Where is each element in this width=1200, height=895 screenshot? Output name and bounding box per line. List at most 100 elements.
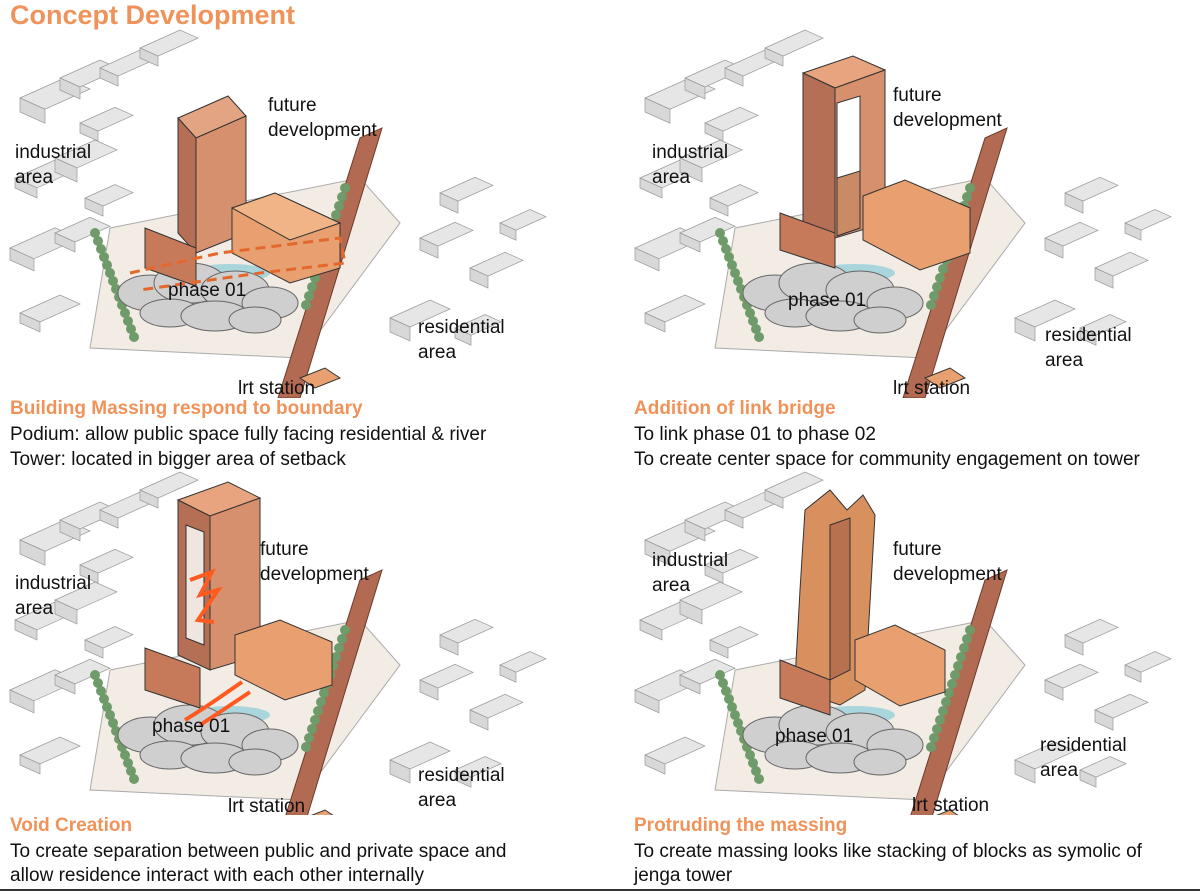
city-block-side: [469, 709, 489, 731]
city-block-side: [439, 634, 459, 656]
lrt-station: [936, 809, 959, 815]
tree: [748, 316, 758, 326]
industrial-area-label: industrial area: [15, 142, 92, 188]
industrial-area-label: industrial area: [652, 142, 729, 188]
tree: [93, 678, 103, 688]
city-block-side: [709, 197, 729, 217]
city-block-side: [84, 197, 104, 217]
city-block-side: [19, 754, 41, 775]
city-block-side: [1094, 709, 1114, 731]
city-block-side: [704, 122, 724, 142]
caption-title-massing: Building Massing respond to boundary: [10, 398, 363, 419]
tree: [947, 679, 957, 689]
tree: [748, 758, 758, 768]
city-block-side: [14, 177, 38, 199]
tree: [307, 282, 317, 292]
tree: [935, 715, 945, 725]
future-development-label: future development: [893, 539, 1002, 585]
tree: [307, 724, 317, 734]
caption-line: Tower: located in bigger area of setback: [10, 449, 346, 470]
city-block-side: [684, 519, 706, 542]
tree: [721, 686, 731, 696]
tree: [926, 300, 936, 310]
city-block-side: [139, 47, 159, 67]
tree: [105, 268, 115, 278]
tree: [96, 244, 106, 254]
tree: [941, 697, 951, 707]
boundary-road: [902, 127, 1008, 398]
city-block-side: [679, 232, 701, 253]
canopy-lobe: [853, 306, 907, 334]
city-block-side: [54, 232, 76, 253]
tree: [334, 643, 344, 653]
tree: [715, 670, 725, 680]
tree: [932, 282, 942, 292]
tree: [959, 643, 969, 653]
caption-line: To create massing looks like stacking of…: [634, 841, 1142, 862]
panel-void: future development industrial area phase…: [0, 470, 600, 865]
residential-area-label: residential area: [1045, 325, 1132, 371]
city-block-side: [709, 639, 729, 659]
canopy-lobe: [228, 748, 282, 776]
tree: [123, 758, 133, 768]
city-block-side: [1124, 664, 1142, 683]
city-block-side: [639, 177, 663, 199]
city-block-side: [19, 312, 41, 333]
lrt-station-label: lrt station: [912, 795, 990, 816]
tree: [340, 183, 350, 193]
tree: [926, 742, 936, 752]
tree: [126, 766, 136, 776]
city-block-side: [389, 759, 411, 784]
tree: [99, 694, 109, 704]
tree: [313, 706, 323, 716]
tree: [316, 697, 326, 707]
tree: [950, 670, 960, 680]
phase-label: phase 01: [168, 280, 247, 301]
tree: [938, 706, 948, 716]
city-block-side: [1064, 192, 1084, 214]
tree: [745, 308, 755, 318]
panel-protruding: future development industrial area phase…: [625, 470, 1200, 865]
city-block-side: [1044, 679, 1064, 701]
panel-link-bridge: future development industrial area phase…: [625, 28, 1200, 423]
boundary-road: [285, 569, 383, 815]
phase-canopy: [742, 704, 924, 776]
city-block-side: [9, 689, 35, 714]
tree: [751, 324, 761, 334]
tree: [962, 192, 972, 202]
city-block-side: [1044, 237, 1064, 259]
industrial-area-label: industrial area: [15, 573, 92, 619]
tree: [965, 183, 975, 193]
tree: [932, 724, 942, 734]
tree: [935, 273, 945, 283]
tree: [105, 710, 115, 720]
void-diagram: [9, 471, 547, 815]
tree: [730, 710, 740, 720]
city-block-side: [99, 509, 119, 529]
protruding-diagram: [634, 471, 1172, 815]
tree: [727, 260, 737, 270]
tree: [102, 260, 112, 270]
city-block-side: [634, 247, 660, 272]
city-block-side: [704, 564, 724, 584]
lrt-station-label: lrt station: [228, 796, 306, 817]
link-bridge-diagram: [634, 29, 1172, 398]
city-block-side: [1079, 327, 1097, 346]
tree: [337, 634, 347, 644]
city-block-side: [679, 599, 703, 625]
tree: [108, 276, 118, 286]
canopy-lobe: [853, 748, 907, 776]
tree: [93, 236, 103, 246]
caption-line: jenga tower: [634, 865, 733, 886]
tree: [730, 268, 740, 278]
tree: [754, 332, 764, 342]
city-block-side: [684, 77, 706, 100]
tree: [334, 201, 344, 211]
panel-massing: future development industrial area phase…: [0, 28, 600, 423]
canopy-lobe: [228, 306, 282, 334]
city-block-side: [764, 47, 784, 67]
city-block-side: [499, 664, 517, 683]
tree: [724, 694, 734, 704]
boundary-road: [910, 569, 1008, 815]
tree: [944, 688, 954, 698]
